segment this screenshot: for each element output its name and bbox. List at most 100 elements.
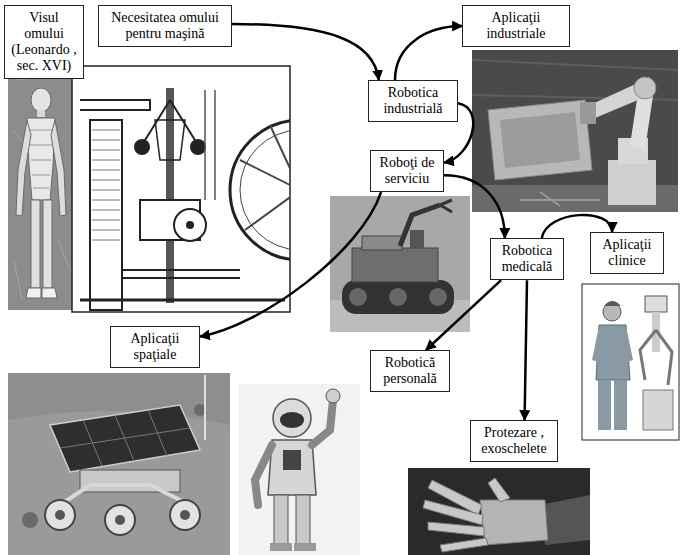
flow-arrow — [395, 26, 462, 80]
leonardo-robot-photo — [51, 120, 66, 216]
service-robot-photo — [342, 280, 454, 314]
text-box: Robotică personală — [370, 350, 450, 392]
mars-rover-photo — [8, 373, 230, 555]
flow-arrow — [232, 24, 379, 80]
surgical-robot-photo — [592, 326, 633, 362]
leonardo-robot-photo — [8, 64, 74, 310]
prosthetic-hand-photo — [440, 538, 488, 552]
surgical-robot-photo — [640, 330, 672, 385]
flow-arrow — [444, 175, 505, 238]
industrial-robot-photo — [634, 77, 656, 99]
machine-engraving — [80, 299, 285, 302]
mars-rover-photo — [55, 510, 65, 520]
surgical-robot-photo — [582, 284, 679, 440]
humanoid-robot-photo — [274, 495, 288, 545]
leonardo-robot-photo — [12, 76, 70, 300]
mars-rover-photo — [22, 512, 38, 528]
mars-rover-photo — [60, 410, 190, 466]
text-box: Roboţi de serviciu — [370, 150, 444, 192]
node-label: Protezare , exoschelete — [475, 425, 553, 457]
prosthetic-hand-photo — [480, 500, 548, 545]
text-box: Aplicaţii spaţiale — [110, 326, 200, 368]
mars-rover-photo — [60, 485, 190, 505]
humanoid-robot-photo — [268, 440, 316, 495]
node-label: Robotică personală — [375, 355, 445, 387]
industrial-robot-photo — [520, 192, 600, 206]
industrial-robot-photo — [608, 160, 656, 205]
humanoid-robot-photo — [270, 543, 292, 551]
text-box: Necesitatea omului pentru maşină — [98, 5, 232, 47]
node-label: Aplicaţii spaţiale — [115, 331, 195, 363]
machine-engraving — [90, 120, 122, 310]
service-robot-photo — [429, 288, 447, 306]
surgical-robot-photo — [643, 390, 673, 430]
flow-arrow — [426, 280, 501, 350]
machine-engraving — [240, 125, 290, 230]
leonardo-robot-photo — [16, 120, 31, 216]
humanoid-robot-photo — [283, 450, 301, 470]
mars-rover-photo — [50, 405, 200, 472]
node-label: Robotica medicală — [495, 243, 559, 275]
prosthetic-hand-photo — [408, 468, 590, 555]
industrial-robot-photo — [472, 50, 678, 212]
industrial-robot-photo — [472, 50, 678, 212]
leonardo-robot-photo — [37, 111, 45, 117]
service-robot-photo — [352, 248, 438, 282]
text-box: Protezare , exoschelete — [470, 420, 558, 462]
prosthetic-hand-photo — [408, 468, 590, 555]
leonardo-robot-photo — [8, 64, 74, 310]
text-box: Robotica industrială — [368, 80, 458, 122]
surgical-robot-photo — [604, 301, 621, 306]
mars-rover-photo — [204, 375, 206, 440]
node-label: Robotica industrială — [373, 85, 453, 117]
leonardo-robot-photo — [27, 118, 55, 200]
flow-arrow — [525, 280, 527, 420]
machine-engraving — [230, 120, 290, 260]
mars-rover-photo — [80, 470, 180, 492]
surgical-robot-photo — [598, 380, 611, 430]
machine-engraving — [240, 130, 290, 250]
leonardo-robot-photo — [31, 200, 40, 288]
node-label: Aplicaţii industriale — [467, 10, 565, 42]
humanoid-robot-photo — [294, 543, 316, 551]
mars-rover-photo — [8, 373, 230, 555]
humanoid-robot-photo — [238, 384, 360, 555]
prosthetic-hand-photo — [423, 500, 483, 525]
node-label: Visul omului (Leonardo , sec. XVI) — [9, 10, 79, 74]
leonardo-robot-photo — [43, 200, 52, 288]
service-robot-photo — [330, 196, 470, 332]
machine-engraving — [92, 130, 120, 240]
machine-engraving — [205, 90, 215, 200]
prosthetic-hand-photo — [488, 478, 510, 502]
prosthetic-hand-photo — [428, 522, 484, 536]
industrial-robot-photo — [472, 60, 678, 100]
surgical-robot-photo — [614, 380, 627, 430]
surgical-robot-photo — [582, 284, 679, 440]
leonardo-robot-photo — [26, 288, 57, 298]
mars-rover-photo — [115, 515, 125, 525]
node-label: Necesitatea omului pentru maşină — [103, 10, 227, 42]
humanoid-robot-photo — [312, 400, 333, 445]
humanoid-robot-photo — [326, 389, 340, 403]
service-robot-photo — [389, 288, 407, 306]
text-box: Visul omului (Leonardo , sec. XVI) — [4, 5, 84, 79]
machine-engraving — [190, 139, 206, 155]
node-label: Roboţi de serviciu — [375, 155, 439, 187]
leonardo-robot-photo — [31, 88, 51, 112]
machine-engraving — [80, 88, 290, 310]
text-box: Aplicaţii industriale — [462, 5, 570, 47]
humanoid-robot-photo — [238, 384, 360, 555]
surgical-robot-photo — [645, 296, 667, 312]
humanoid-robot-photo — [255, 445, 272, 505]
machine-engraving — [122, 270, 240, 278]
leonardo-robot-photo — [30, 130, 52, 188]
service-robot-photo — [410, 230, 424, 248]
text-box: Aplicaţii clinice — [590, 232, 664, 274]
node-label: Aplicaţii clinice — [595, 237, 659, 269]
machine-engraving — [72, 66, 290, 312]
service-robot-photo — [349, 288, 367, 306]
mars-rover-photo — [105, 505, 135, 535]
